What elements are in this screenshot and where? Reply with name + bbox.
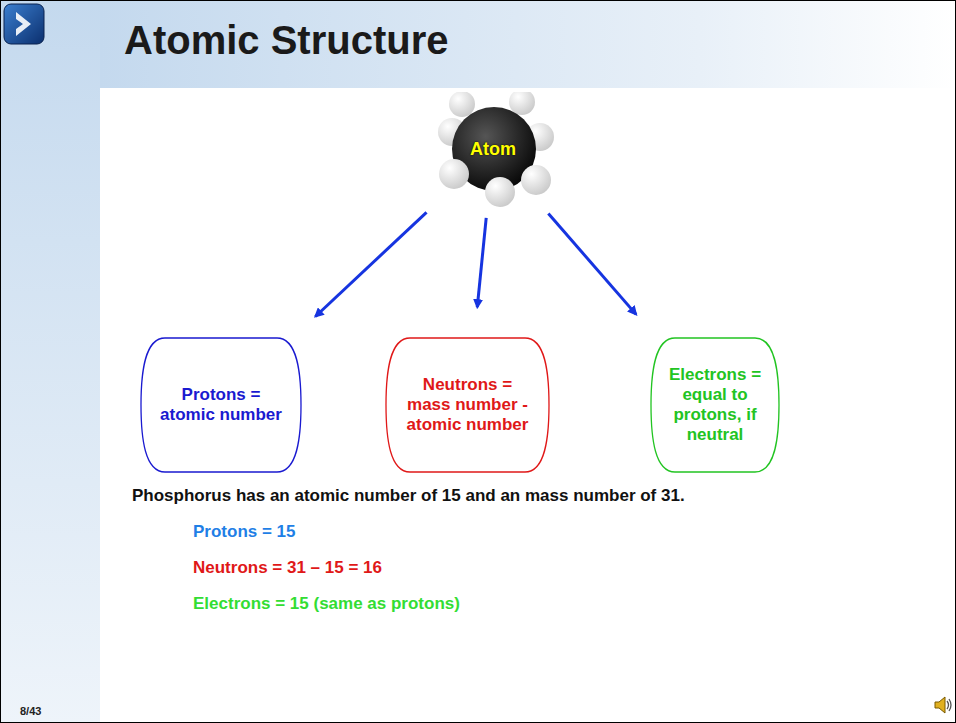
result-line: Protons = 15	[193, 522, 296, 542]
result-line: Neutrons = 31 – 15 = 16	[193, 558, 382, 578]
result-line: Electrons = 15 (same as protons)	[193, 594, 460, 614]
rounded-box: Neutrons = mass number - atomic number	[385, 337, 550, 473]
speaker-icon	[933, 694, 953, 716]
atom-label: Atom	[470, 139, 516, 160]
arrow-connector	[548, 214, 636, 315]
rounded-box: Electrons = equal to protons, if neutral	[650, 337, 780, 473]
statement-text: Phosphorus has an atomic number of 15 an…	[132, 486, 685, 506]
rounded-box: Protons = atomic number	[140, 337, 302, 473]
atom-node: Atom	[437, 100, 549, 200]
slide-title: Atomic Structure	[124, 18, 449, 63]
slide-number: 8/43	[20, 705, 41, 717]
arrow-connector	[477, 218, 486, 307]
arrow-connector	[315, 212, 426, 316]
box-text: Electrons = equal to protons, if neutral	[664, 365, 766, 445]
box-text: Protons = atomic number	[154, 385, 288, 425]
box-text: Neutrons = mass number - atomic number	[399, 375, 536, 435]
